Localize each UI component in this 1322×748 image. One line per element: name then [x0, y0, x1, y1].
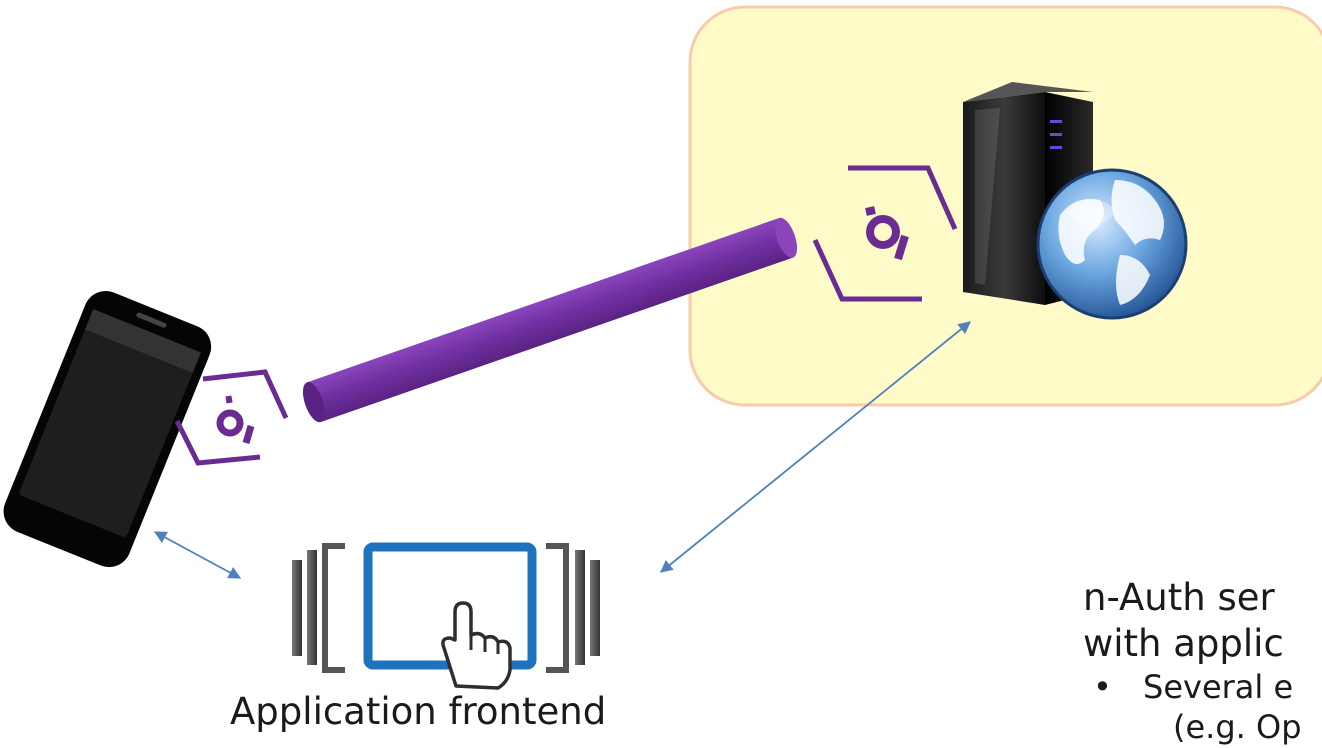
phone-frontend-arrow [153, 531, 242, 579]
smartphone-icon [3, 291, 212, 568]
frontend-label: Application frontend [230, 690, 607, 733]
n-auth-logo-icon [174, 369, 289, 466]
bullet-text: Several e [1143, 668, 1294, 706]
server-description-line-1: n-Auth ser [1083, 576, 1275, 619]
server-description-bullet: • Several e [1083, 667, 1302, 707]
frontend-server-arrow [660, 321, 971, 573]
pointer-hand-icon [441, 601, 512, 690]
server-description-sub: (e.g. Op [1173, 708, 1302, 746]
server-description-line-2: with applic [1083, 622, 1284, 665]
secure-tunnel [302, 217, 798, 423]
bullet-mark: • [1093, 668, 1112, 706]
n-auth-logo-icon-server [812, 165, 958, 302]
server-description: n-Auth ser with applic • Several e (e.g. … [1083, 575, 1302, 747]
globe-icon [1036, 168, 1188, 320]
